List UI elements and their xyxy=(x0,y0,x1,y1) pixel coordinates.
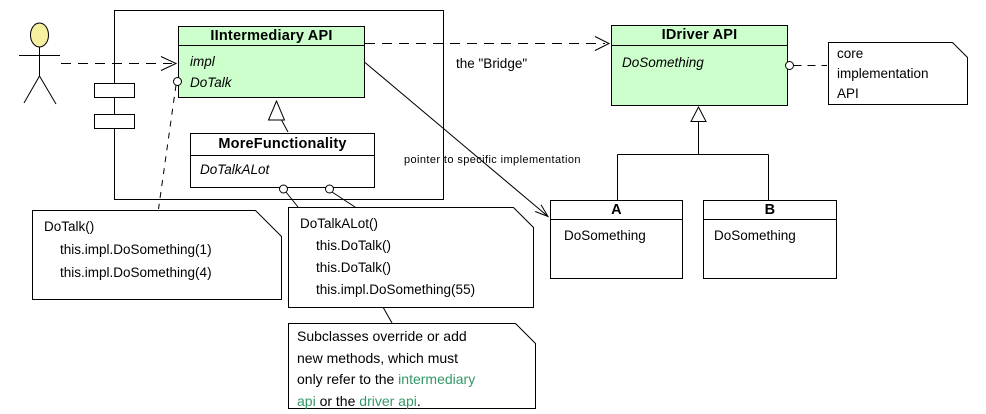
class-morefunctionality: MoreFunctionality DoTalkALot xyxy=(190,133,375,188)
class-member-dosomething: DoSomething xyxy=(714,228,796,243)
note-anchor-connector xyxy=(279,184,356,208)
generalization-a-b xyxy=(617,105,769,200)
class-a: A DoSomething xyxy=(550,200,683,279)
driver-api-highlight: driver api xyxy=(359,392,417,409)
note-dotalkalot-pseudocode: DoTalkALot() this.DoTalk() this.DoTalk()… xyxy=(288,207,534,308)
note-line: this.impl.DoSomething(55) xyxy=(316,282,476,297)
note-dotalk-pseudocode: DoTalk() this.impl.DoSomething(1) this.i… xyxy=(32,210,282,300)
note-line: api or the driver api. xyxy=(297,392,421,409)
bridge-label: the "Bridge" xyxy=(456,56,528,71)
note-line: DoTalkALot() xyxy=(300,216,379,231)
class-header: IIntermediary API xyxy=(179,27,364,46)
class-header: B xyxy=(704,201,836,220)
class-b: B DoSomething xyxy=(703,200,837,279)
generalization-morefunctionality xyxy=(267,99,289,133)
subclasses-note-connector xyxy=(383,307,393,324)
class-member-dosomething: DoSomething xyxy=(622,55,704,70)
class-header: MoreFunctionality xyxy=(191,134,374,156)
intermediary-api-highlight: api xyxy=(297,392,316,409)
bridge-arrow xyxy=(365,36,611,51)
class-member-dosomething: DoSomething xyxy=(564,228,646,243)
note-subclasses-rule: Subclasses override or add new methods, … xyxy=(288,323,536,409)
class-header: A xyxy=(551,201,682,220)
class-iintermediary-api: IIntermediary API impl DoTalk xyxy=(178,26,365,98)
note-line: this.impl.DoSomething(1) xyxy=(60,242,212,257)
dotalk-note-connector xyxy=(158,84,177,210)
note-line: API xyxy=(837,86,859,101)
note-line: DoTalk() xyxy=(44,219,95,234)
pointer-label: pointer to specific implementation xyxy=(404,154,581,166)
note-line: core xyxy=(837,46,864,61)
note-shape xyxy=(828,42,968,105)
note-line: this.DoTalk() xyxy=(316,260,392,275)
class-idriver-api: IDriver API DoSomething xyxy=(611,25,788,106)
pointer-arrow xyxy=(364,62,550,218)
actor-icon xyxy=(19,22,60,105)
class-member-dotalk: DoTalk xyxy=(190,75,232,90)
note-line: this.impl.DoSomething(4) xyxy=(60,265,212,280)
component-tab-icon xyxy=(94,83,135,129)
note-core-implementation-api: core implementation API xyxy=(828,42,968,105)
note-shape xyxy=(288,323,536,409)
class-header: IDriver API xyxy=(612,26,787,46)
note-line: this.DoTalk() xyxy=(316,238,392,253)
actor-dependency-arrow xyxy=(61,56,178,71)
note-line: Subclasses override or add xyxy=(297,328,467,344)
note-line: only refer to the intermediary xyxy=(297,371,476,387)
class-member-impl: impl xyxy=(190,54,215,69)
note-line: implementation xyxy=(837,66,929,81)
note-shape xyxy=(32,210,282,300)
class-member-dotalkalot: DoTalkALot xyxy=(200,162,270,177)
note-line: new methods, which must xyxy=(297,349,459,366)
intermediary-api-highlight: intermediary xyxy=(398,371,476,387)
